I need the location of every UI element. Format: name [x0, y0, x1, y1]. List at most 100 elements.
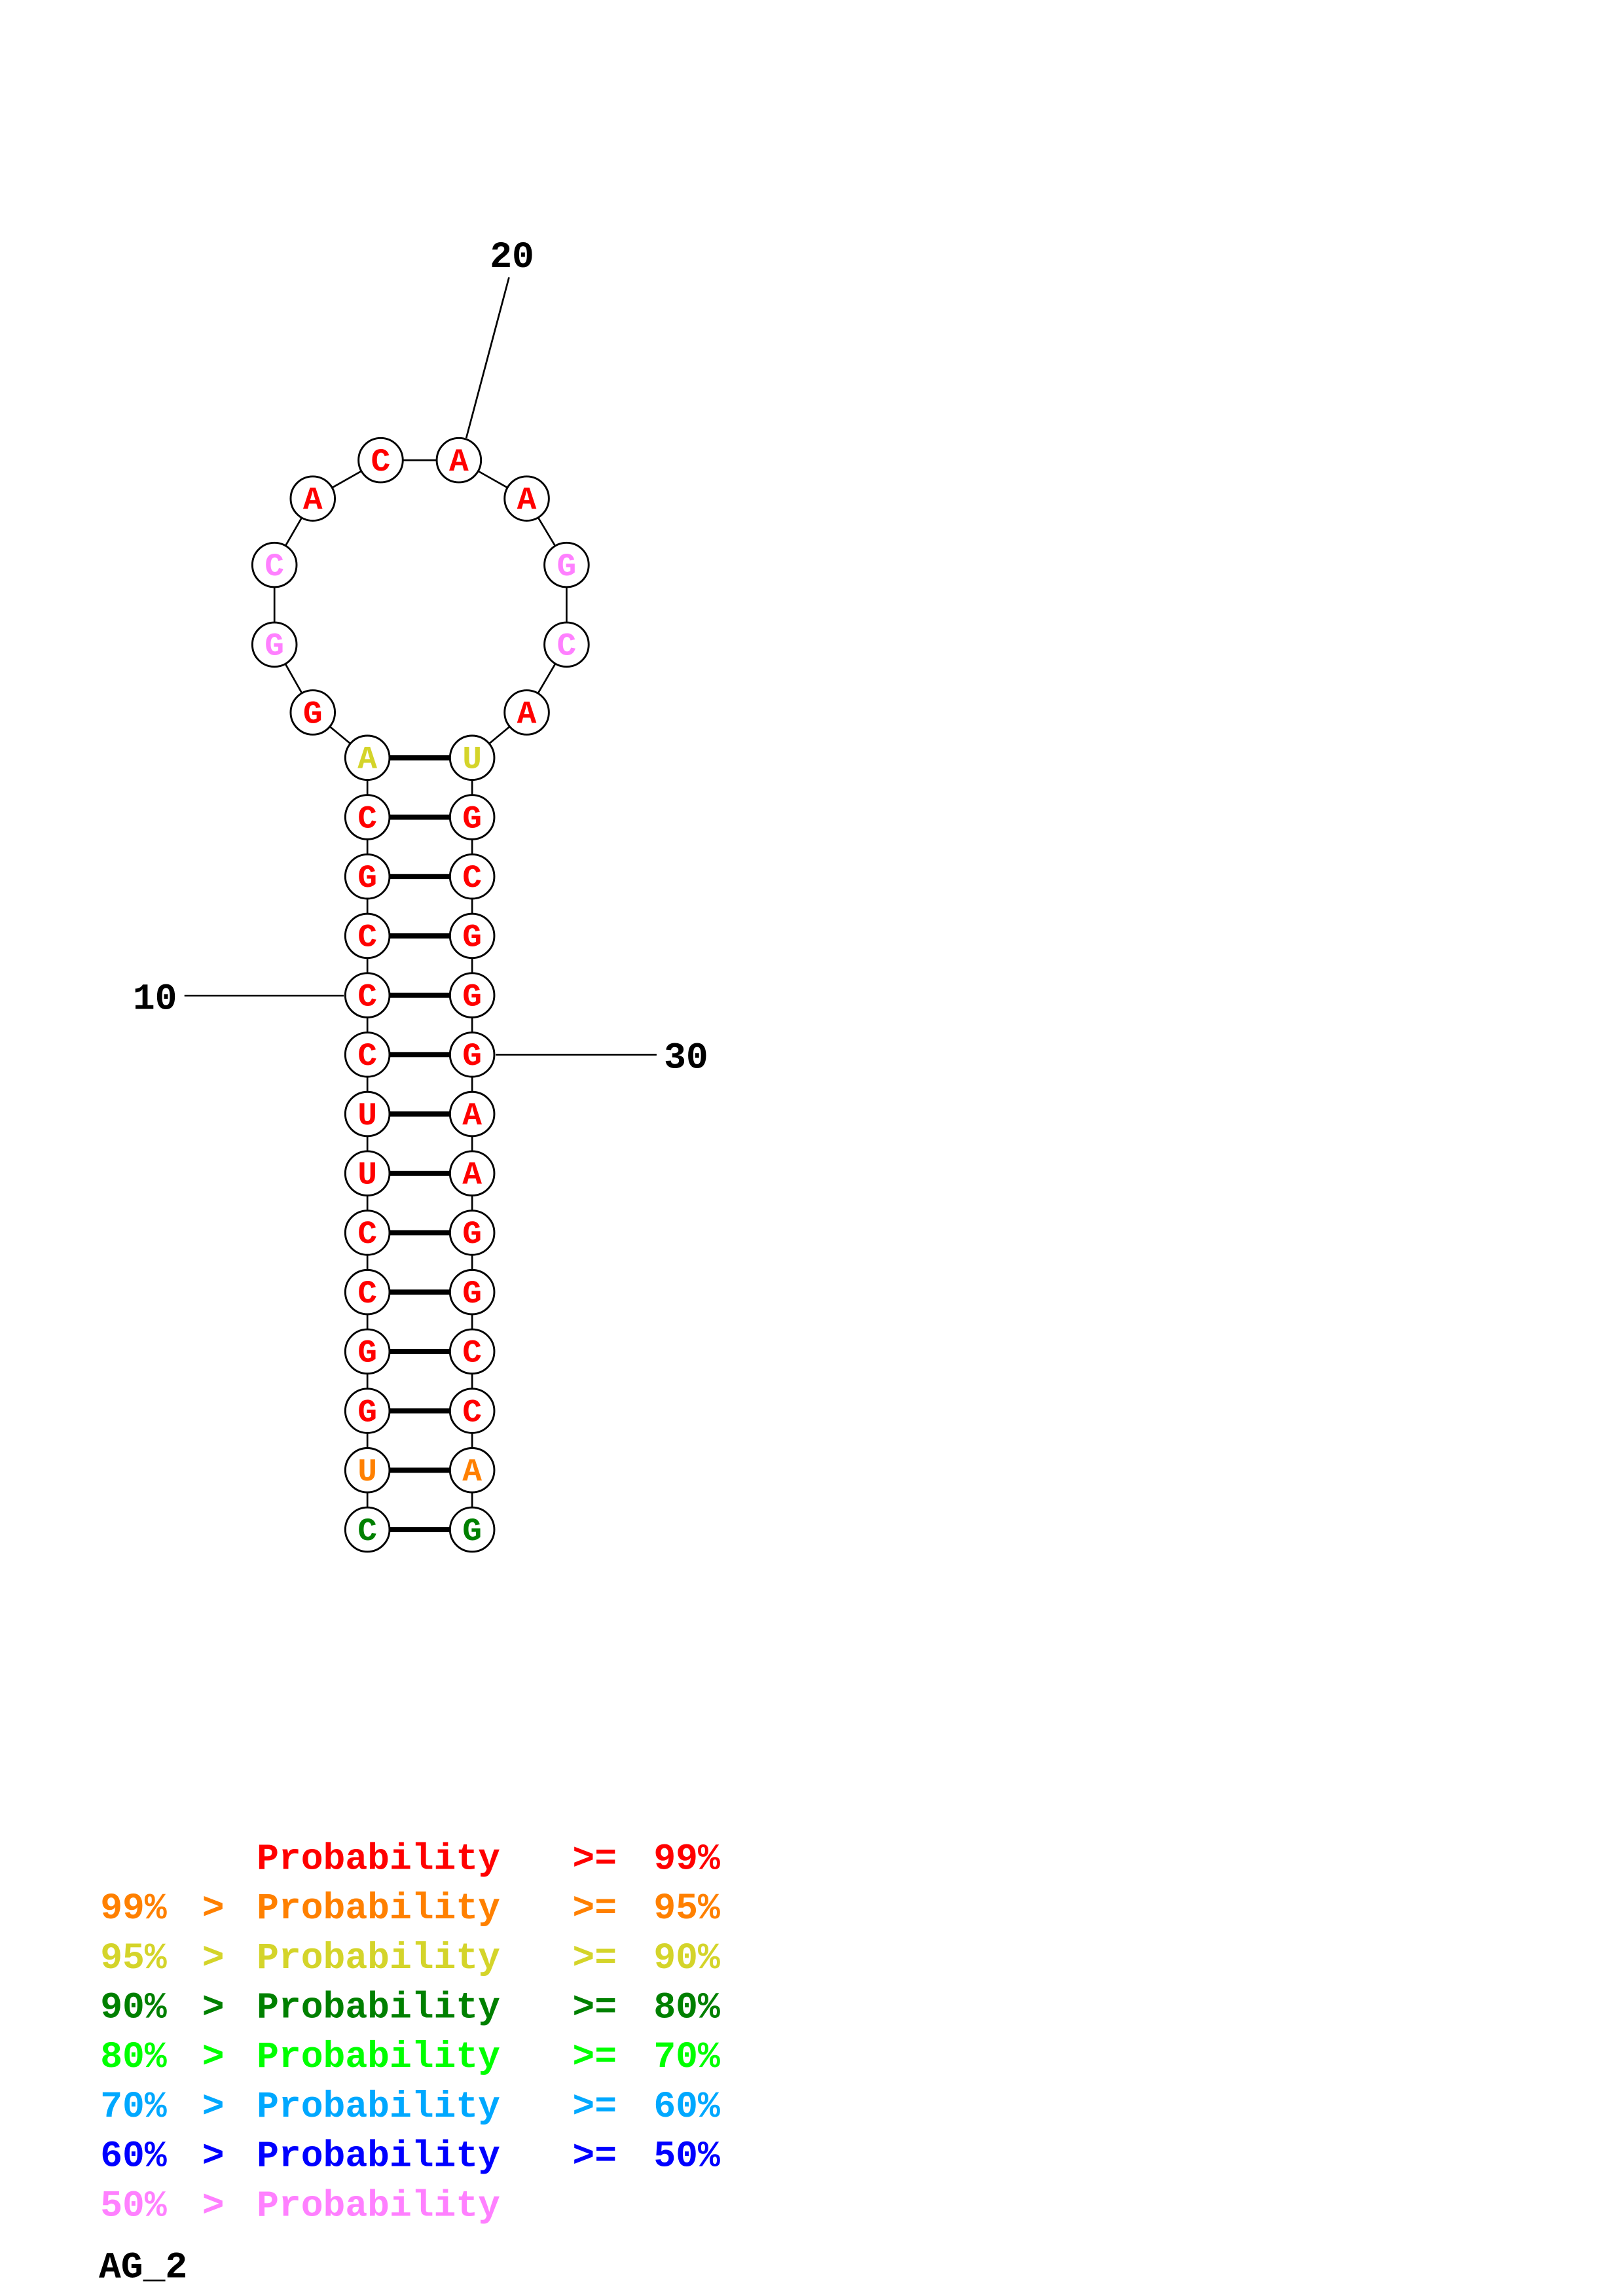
legend-row: 60%>Probability>=50%	[100, 2136, 720, 2178]
nucleotide-circle	[357, 437, 404, 484]
nucleotide: G	[344, 1328, 391, 1375]
nucleotide: G	[448, 1506, 496, 1553]
nucleotide-circle	[344, 1388, 391, 1434]
position-label-line	[465, 277, 510, 439]
nucleotide-circle	[448, 1447, 496, 1494]
nucleotide: G	[448, 912, 496, 960]
nucleotide-base: A	[462, 1098, 482, 1134]
nucleotide: G	[448, 1031, 496, 1078]
nucleotide-circle	[344, 912, 391, 960]
legend-low: 50%	[100, 2185, 167, 2227]
legend-ge: >=	[572, 1987, 617, 2029]
legend-word: Probability	[257, 2086, 500, 2128]
nucleotide-base: C	[357, 920, 377, 956]
nucleotide: G	[448, 794, 496, 840]
legend-ge: >=	[572, 2036, 617, 2078]
nucleotide-base: G	[557, 548, 577, 585]
nucleotide: C	[344, 794, 391, 840]
nucleotide: C	[448, 853, 496, 900]
nucleotide-circle	[503, 689, 550, 736]
nucleotide-base: C	[462, 860, 482, 897]
position-labels: 10 20 30	[133, 236, 708, 1079]
legend-high: 99%	[653, 1838, 720, 1880]
legend-row: 99%>Probability>=95%	[100, 1888, 720, 1929]
legend-gt: >	[202, 2036, 225, 2078]
nucleotide-base: A	[357, 742, 377, 778]
nucleotide-base: C	[462, 1394, 482, 1431]
nucleotide-base: G	[357, 1394, 377, 1431]
position-label: 20	[490, 236, 534, 278]
legend-row: 50%>Probability	[100, 2185, 500, 2227]
nucleotide-circle	[344, 1447, 391, 1494]
nucleotide-circle	[448, 794, 496, 840]
nucleotide: C	[344, 972, 391, 1018]
nucleotide: G	[543, 541, 590, 588]
legend-word: Probability	[257, 2185, 500, 2227]
nucleotide-circle	[344, 1150, 391, 1197]
nucleotide: C	[448, 1328, 496, 1375]
nucleotide-base: G	[462, 1513, 482, 1550]
nucleotide-circle	[435, 437, 483, 484]
nucleotide: G	[344, 853, 391, 900]
nucleotide: A	[503, 689, 550, 736]
nucleotide: G	[289, 689, 337, 736]
nucleotide-circle	[289, 689, 337, 736]
legend-row: 95%>Probability>=90%	[100, 1937, 720, 1979]
legend-ge: >=	[572, 2136, 617, 2178]
nucleotide-circle	[448, 1150, 496, 1197]
nucleotide-circle	[251, 621, 298, 668]
legend-word: Probability	[257, 1838, 500, 1880]
nucleotide-base: G	[462, 800, 482, 837]
base-pairs	[389, 755, 450, 1532]
nucleotide-base: C	[357, 1216, 377, 1253]
legend-ge: >=	[572, 1838, 617, 1880]
legend-gt: >	[202, 1888, 225, 1929]
nucleotide: A	[503, 475, 550, 522]
legend-ge: >=	[572, 2086, 617, 2128]
nucleotide-circle	[344, 972, 391, 1018]
legend-high: 50%	[653, 2136, 720, 2178]
nucleotide-base: A	[462, 1454, 482, 1490]
probability-legend: Probability>=99%99%>Probability>=95%95%>…	[100, 1838, 720, 2227]
nucleotide-base: G	[462, 920, 482, 956]
legend-low: 90%	[100, 1987, 167, 2029]
nucleotide: C	[251, 541, 298, 588]
position-label: 30	[664, 1037, 708, 1079]
nucleotide: U	[448, 734, 496, 781]
nucleotide-circle	[543, 621, 590, 668]
nucleotide-circle	[344, 1210, 391, 1256]
nucleotide: A	[435, 437, 483, 484]
nucleotide-circle	[448, 912, 496, 960]
nucleotide-circle	[344, 734, 391, 781]
nucleotide: C	[344, 1268, 391, 1316]
nucleotide-base: C	[557, 628, 577, 665]
legend-ge: >=	[572, 1937, 617, 1979]
legend-gt: >	[202, 2136, 225, 2178]
position-label: 10	[133, 978, 177, 1020]
nucleotide: U	[344, 1090, 391, 1138]
nucleotide-base: C	[357, 800, 377, 837]
nucleotide-circle	[344, 1031, 391, 1078]
nucleotide-circle	[344, 1506, 391, 1553]
legend-gt: >	[202, 1987, 225, 2029]
nucleotide-circle	[344, 853, 391, 900]
nucleotide-base: G	[303, 696, 323, 732]
nucleotide: C	[344, 1506, 391, 1553]
nucleotide-circle	[448, 1268, 496, 1316]
nucleotide-base: U	[357, 1098, 377, 1134]
nucleotide: G	[448, 1268, 496, 1316]
legend-word: Probability	[257, 2136, 500, 2178]
nucleotide-base: G	[462, 1216, 482, 1253]
nucleotide-base: A	[517, 482, 537, 519]
legend-word: Probability	[257, 1987, 500, 2029]
nucleotide: A	[289, 475, 337, 522]
nucleotide-circle	[448, 1210, 496, 1256]
nucleotide-base: G	[357, 1335, 377, 1372]
legend-gt: >	[202, 1937, 225, 1979]
legend-high: 90%	[653, 1937, 720, 1979]
legend-low: 80%	[100, 2036, 167, 2078]
nucleotide-circle	[448, 1506, 496, 1553]
nucleotide-base: U	[357, 1157, 377, 1194]
